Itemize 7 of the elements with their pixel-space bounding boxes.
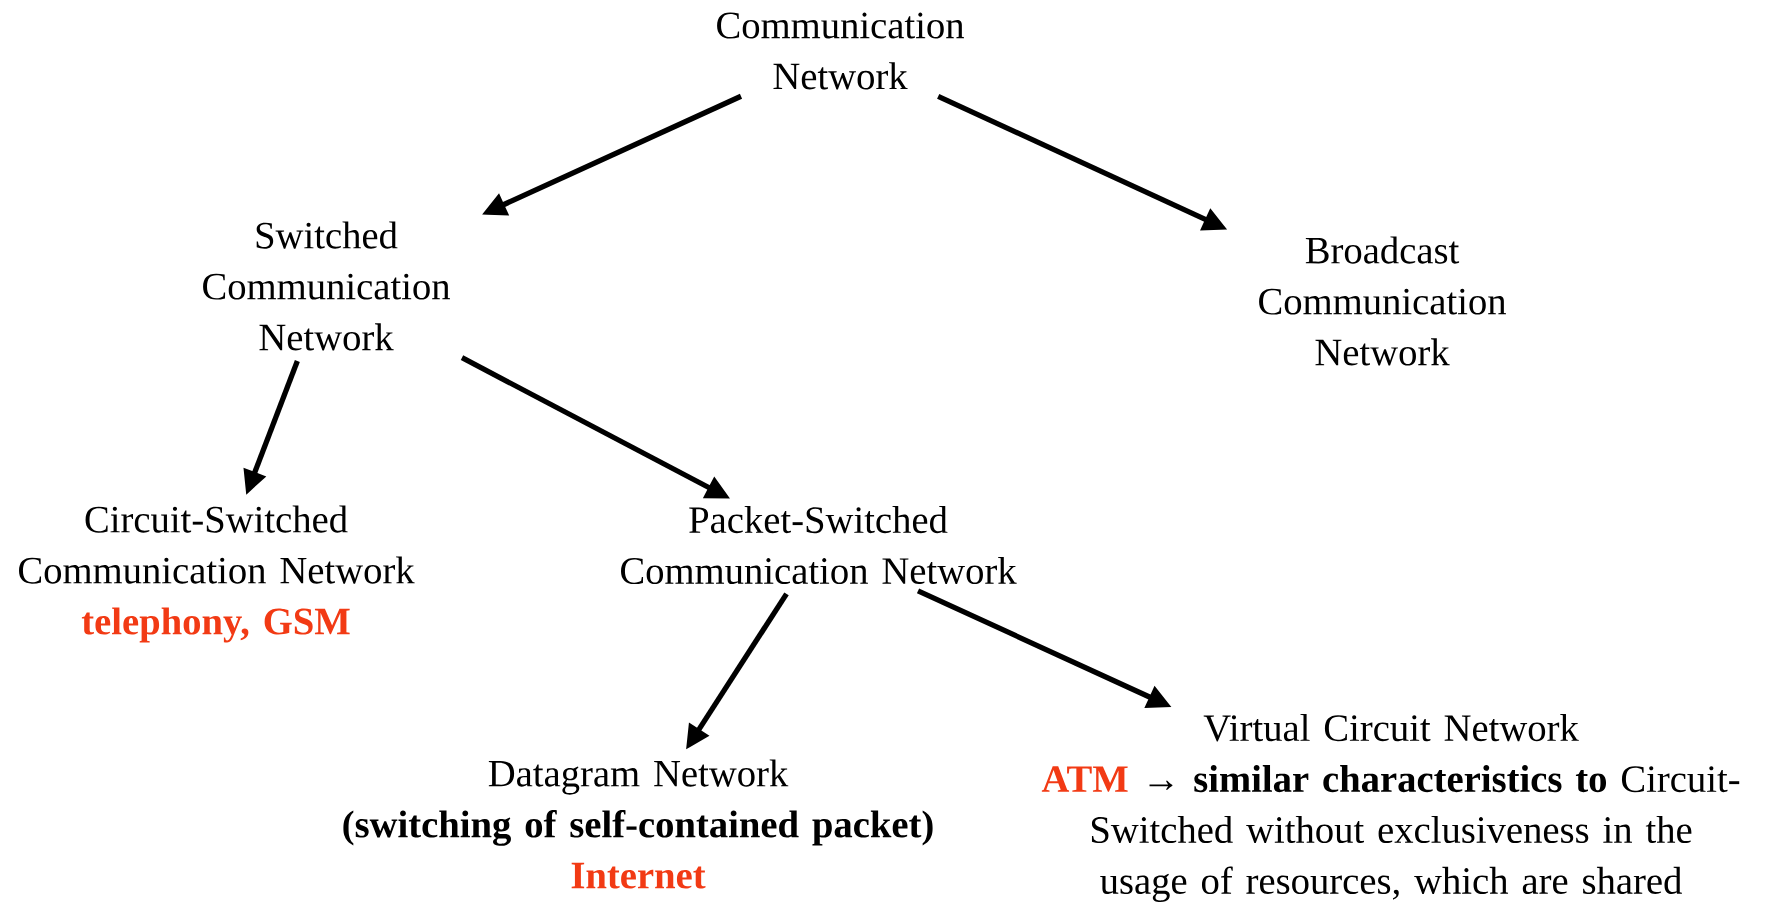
node-text: Circuit-Switched Communication Network telephony, GSM — [19, 505, 415, 643]
node-text: Packet-Switched Communication Network — [621, 505, 1017, 585]
node-text: Broadcast Communication Network — [1259, 236, 1506, 366]
node-text: Datagram Network (switching of self-contained packet) Internet — [343, 759, 933, 889]
node-text: Communication Network — [717, 12, 964, 90]
node-text: Virtual Circuit Network ATM → similar characteristics to Circuit-Switched without exclusiveness in the usage of resources, which are shared — [1041, 714, 1740, 902]
node-text: Switched Communication Network — [203, 221, 450, 351]
